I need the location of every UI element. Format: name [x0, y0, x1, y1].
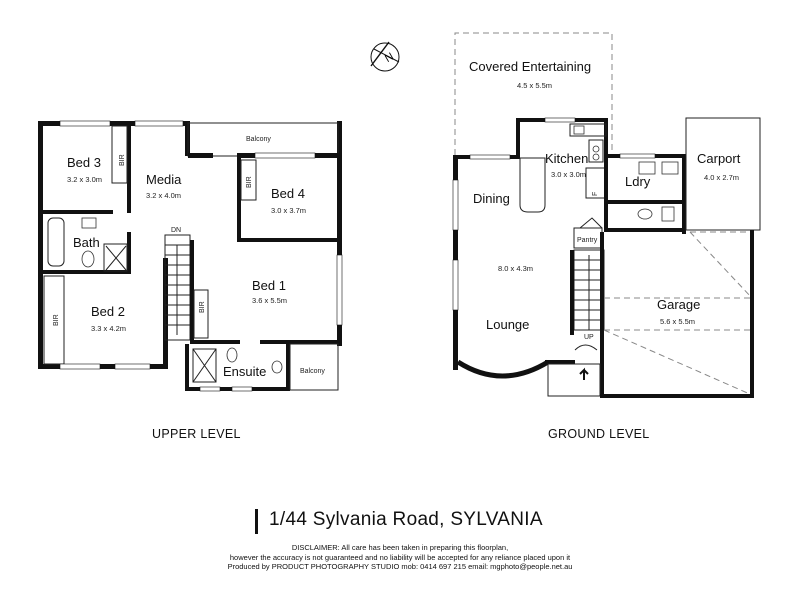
room-carport-dim: 4.0 x 2.7m	[704, 173, 739, 182]
property-address: 1/44 Sylvania Road, SYLVANIA	[269, 509, 543, 530]
upper-level-plan	[38, 120, 343, 392]
room-laundry-name: Ldry	[625, 174, 651, 189]
label-bir-bed4: BIR	[246, 176, 253, 188]
room-bed3-dim: 3.2 x 3.0m	[67, 175, 102, 184]
room-media-name: Media	[146, 172, 182, 187]
room-bed2-name: Bed 2	[91, 304, 125, 319]
label-bir-bed2: BIR	[53, 314, 60, 326]
room-living-dim: 8.0 x 4.3m	[498, 264, 533, 273]
room-bed1-dim: 3.6 x 5.5m	[252, 296, 287, 305]
room-covered-entertaining-name: Covered Entertaining	[469, 59, 591, 74]
ground-level-plan	[452, 32, 761, 398]
room-ensuite-name: Ensuite	[223, 364, 266, 379]
ground-level-label: GROUND LEVEL	[548, 427, 650, 441]
disclaimer-line-2: however the accuracy is not guaranteed a…	[229, 552, 571, 562]
room-carport-name: Carport	[697, 151, 741, 166]
compass-icon: N	[370, 41, 400, 72]
label-bir-bed3: BIR	[119, 154, 126, 166]
label-balcony-bottom: Balcony	[300, 368, 325, 375]
room-covered-entertaining-dim: 4.5 x 5.5m	[517, 81, 552, 90]
room-bed3-name: Bed 3	[67, 155, 101, 170]
room-bed2-dim: 3.3 x 4.2m	[91, 324, 126, 333]
room-garage-name: Garage	[657, 297, 700, 312]
room-bed4-dim: 3.0 x 3.7m	[271, 206, 306, 215]
room-bath-name: Bath	[73, 235, 100, 250]
disclaimer-line-3: Produced by PRODUCT PHOTOGRAPHY STUDIO m…	[227, 562, 573, 571]
room-kitchen-dim: 3.0 x 3.0m	[551, 170, 586, 179]
room-kitchen-name: Kitchen	[545, 151, 588, 166]
address-block: 1/44 Sylvania Road, SYLVANIA	[255, 505, 555, 535]
label-stair-up: UP	[584, 334, 594, 341]
compass-north-letter: N	[383, 51, 396, 65]
room-bed1-name: Bed 1	[252, 278, 286, 293]
label-stair-dn: DN	[171, 227, 181, 234]
disclaimer-line-1: DISCLAIMER: All care has been taken in p…	[291, 543, 509, 552]
room-lounge-name: Lounge	[486, 317, 529, 332]
label-balcony-top: Balcony	[246, 136, 271, 143]
label-pantry: Pantry	[577, 237, 598, 244]
upper-level-label: UPPER LEVEL	[152, 427, 241, 441]
room-dining-name: Dining	[473, 191, 510, 206]
address-divider	[255, 509, 258, 534]
disclaimer: DISCLAIMER: All care has been taken in p…	[150, 543, 650, 572]
label-fridge: F	[592, 192, 599, 196]
room-garage-dim: 5.6 x 5.5m	[660, 317, 695, 326]
room-bed4-name: Bed 4	[271, 186, 305, 201]
room-media-dim: 3.2 x 4.0m	[146, 191, 181, 200]
label-bir-bed1: BIR	[199, 301, 206, 313]
